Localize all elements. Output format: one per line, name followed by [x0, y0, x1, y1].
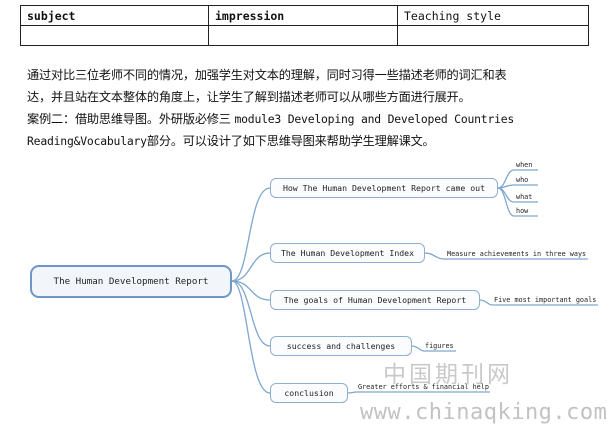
paragraph-line-4: Reading&Vocabulary部分。可以设计了如下思维导图来帮助学生理解课… [27, 131, 592, 153]
watermark-chinese: 中国期刊网 [383, 362, 513, 388]
mindmap-leaf-when: when [516, 161, 533, 169]
connector-leaf-measure [424, 252, 588, 260]
table-row [20, 25, 589, 46]
mindmap-branch-success: success and challenges [270, 336, 412, 356]
paragraph-line-3: 案例二：借助思维导图。外研版必修三 module3 Developing and… [27, 109, 592, 131]
mindmap-branch-index: The Human Development Index [270, 243, 425, 263]
module-title-text: module3 Developing and Developed Countri… [234, 112, 515, 126]
connector-leaf-figures [411, 345, 456, 352]
watermark-url: www.chinaqking.com [360, 400, 608, 425]
connector-leaf-greater [347, 391, 490, 394]
connector-leaf-who [497, 184, 538, 189]
mindmap-branch-came-out: How The Human Development Report came ou… [270, 178, 498, 198]
connector-leaf-goals [479, 299, 598, 306]
case-description-text: 部分。可以设计了如下思维导图来帮助学生理解课文。 [146, 134, 435, 148]
paragraph-line-1: 通过对比三位老师不同的情况，加强学生对文本的理解，同时习得一些描述老师的词汇和表 [27, 68, 507, 82]
mindmap-leaf-measure: Measure achievements in three ways [447, 250, 587, 258]
mindmap-leaf-who: who [516, 176, 529, 184]
connector-leaf-how [497, 187, 538, 217]
case-intro-text: 案例二：借助思维导图。外研版必修三 [27, 112, 235, 126]
mindmap-leaf-figures: figures [425, 342, 454, 350]
connector-branch-4 [231, 280, 271, 347]
mindmap-branch-goals: The goals of Human Development Report [270, 290, 480, 310]
paragraph-line-2: 达，并且站在文本整体的角度上，让学生了解到描述老师可以从哪些方面进行展开。 [27, 90, 471, 104]
connector-branch-1 [231, 187, 271, 282]
section-name-text: Reading&Vocabulary [27, 134, 147, 148]
mindmap-leaf-what: what [516, 193, 533, 201]
mindmap-leaf-greater-efforts: Greater efforts & financial help [358, 383, 489, 391]
mindmap-root-node: The Human Development Report [30, 265, 232, 298]
mindmap-branch-conclusion: conclusion [270, 383, 348, 403]
evaluation-table: subject impression Teaching style [20, 5, 589, 46]
connector-branch-5 [231, 280, 271, 394]
table-cell[interactable] [397, 25, 589, 46]
connector-branch-2 [231, 252, 271, 282]
mindmap-leaf-goals: Five most important goals [494, 296, 597, 304]
mindmap-leaf-how: how [516, 207, 529, 215]
